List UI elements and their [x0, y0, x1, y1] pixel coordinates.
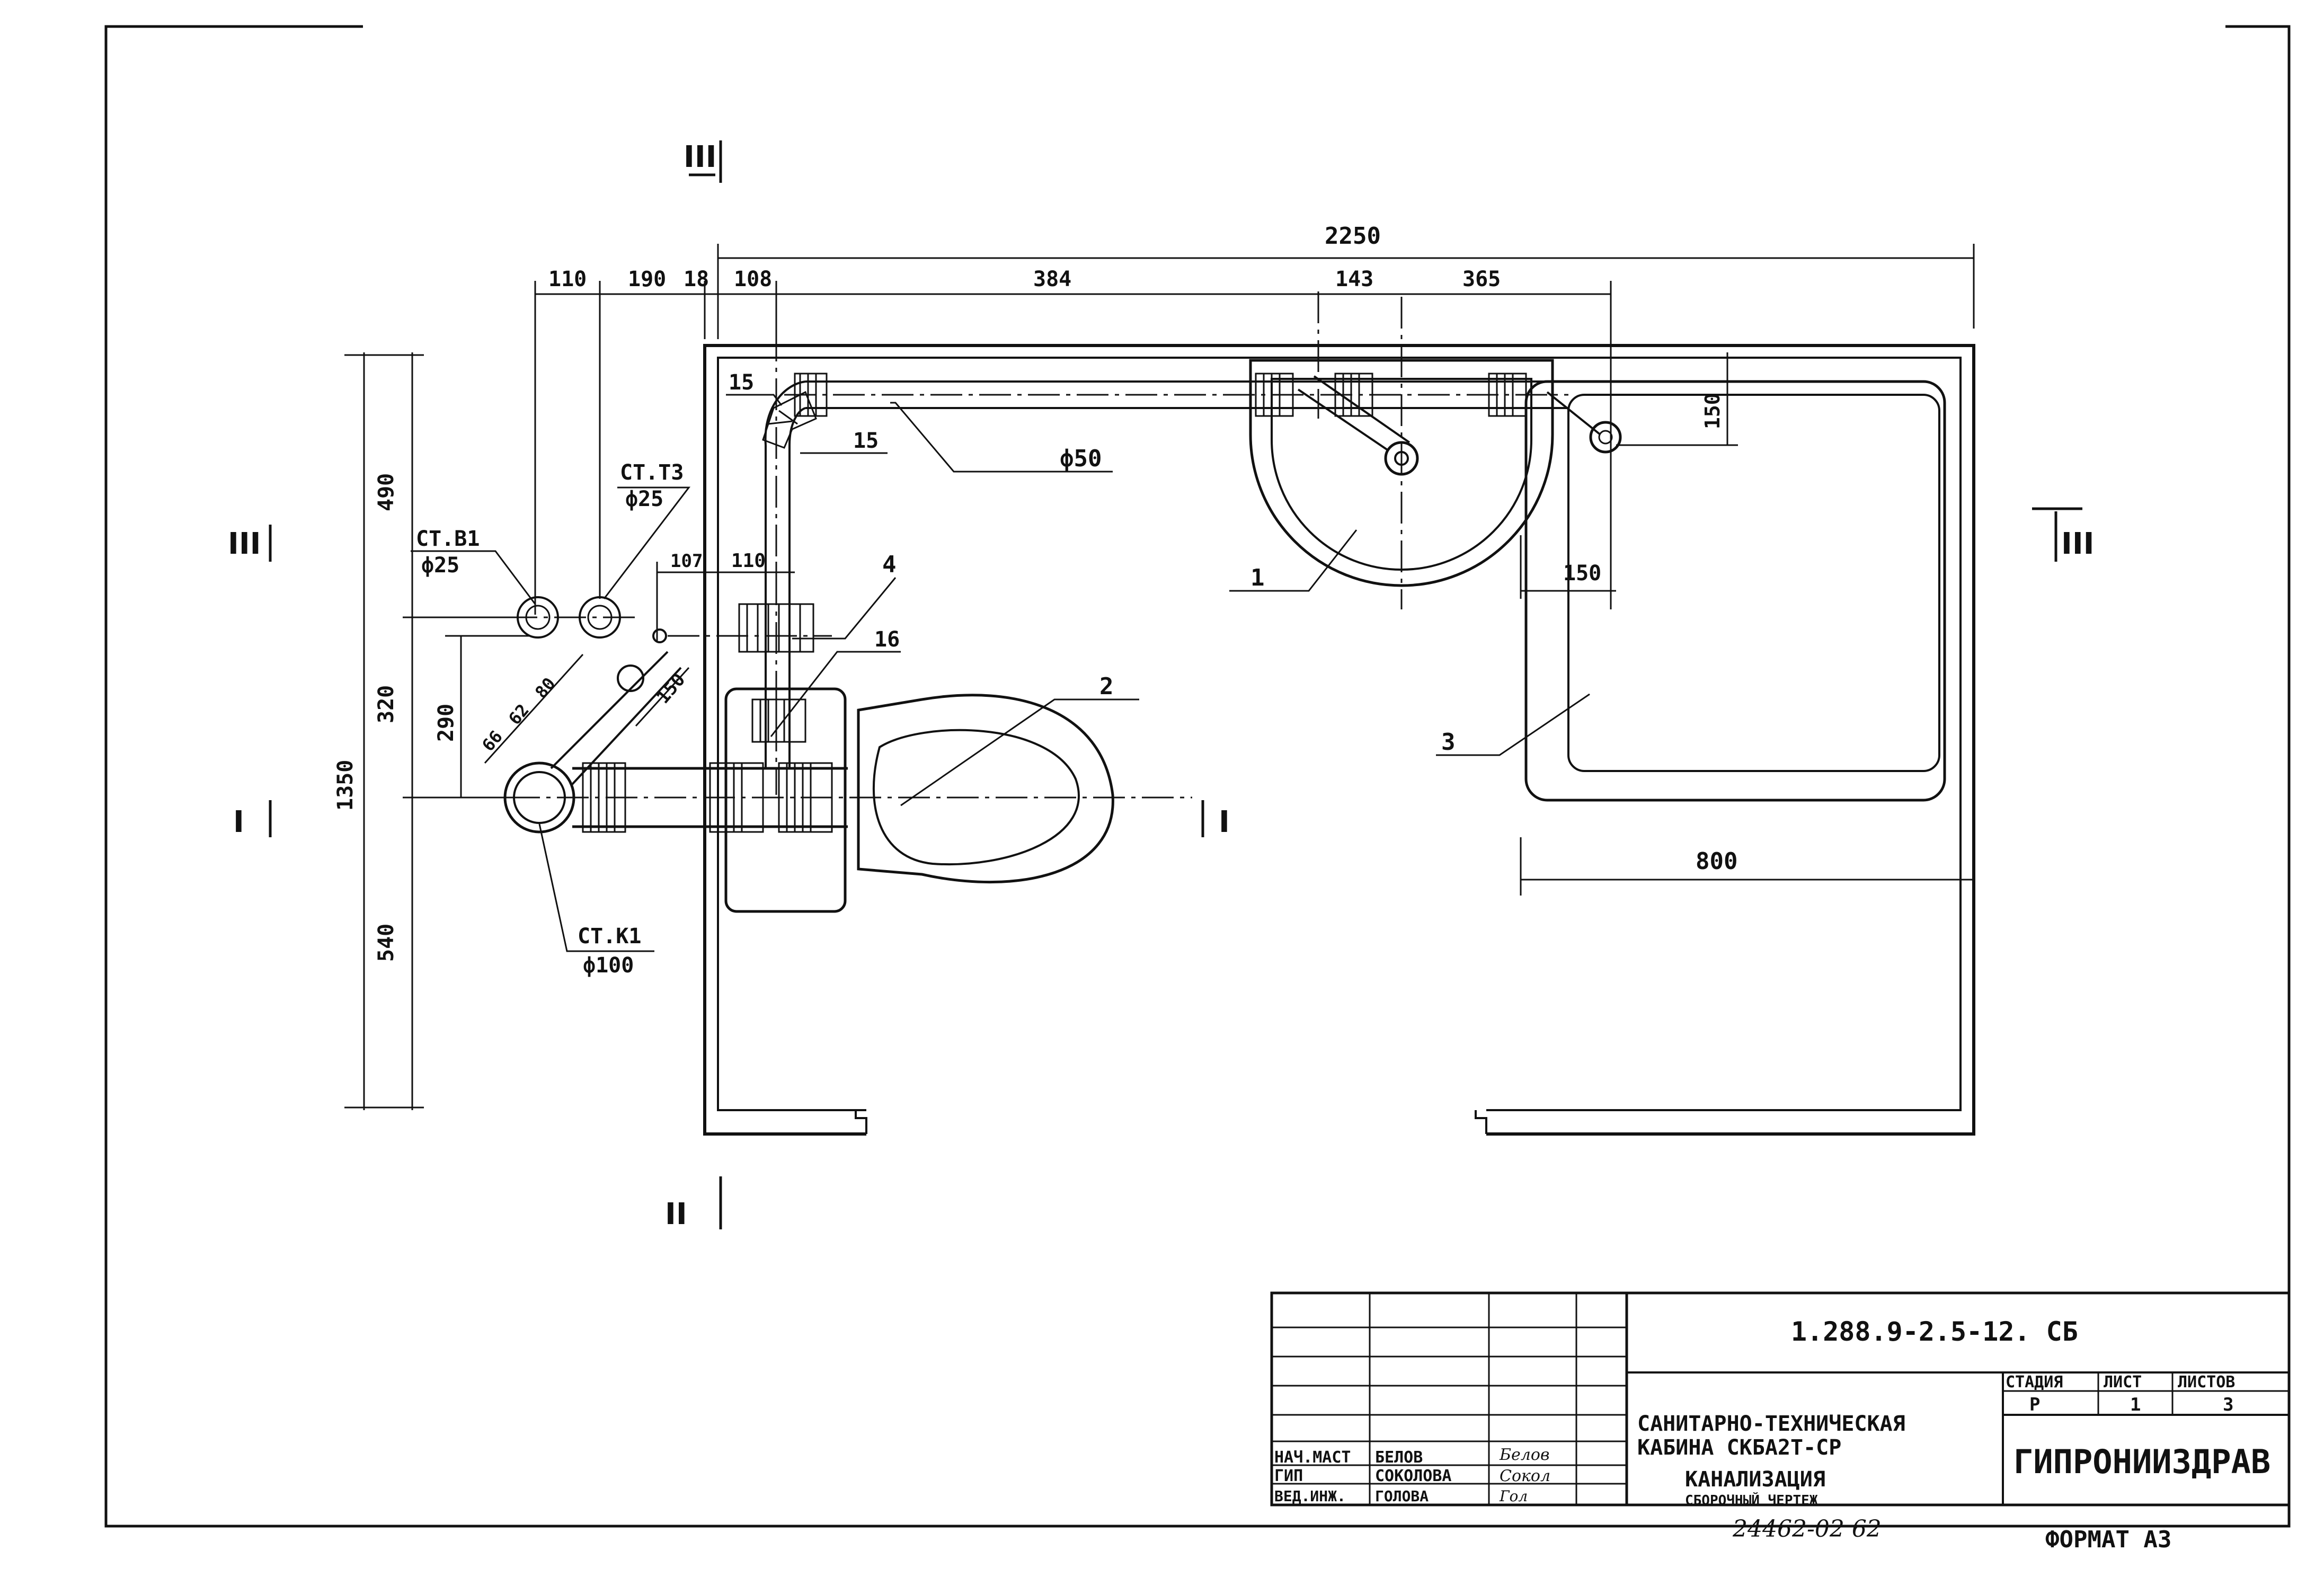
riser-t3-label: СТ.Т3 [620, 460, 684, 485]
dim-66: 66 [478, 726, 507, 755]
dim-190-top: 190 [628, 267, 666, 291]
section-mark-right-iii: III [2061, 527, 2095, 561]
dim-540: 540 [374, 924, 398, 962]
riser-k1-diameter: ф100 [583, 953, 634, 978]
dim-143: 143 [1335, 267, 1373, 291]
sheet-header: ЛИСТ [2104, 1373, 2142, 1392]
drain-pipes [550, 373, 1622, 833]
riser-b1-label: СТ.В1 [416, 527, 480, 551]
signature-gip: Сокол [1500, 1467, 1550, 1485]
stage-value: Р [2029, 1394, 2040, 1415]
role-gip: ГИП [1274, 1467, 1303, 1485]
sheets-header: ЛИСТОВ [2178, 1373, 2235, 1392]
name-lead-engineer: ГОЛОВА [1375, 1487, 1429, 1505]
callout-4: 4 [882, 551, 897, 578]
washbasin [1249, 359, 1554, 587]
dim-150-sink: 150 [1563, 561, 1601, 586]
dim-110-top: 110 [548, 267, 587, 291]
callout-16: 16 [874, 627, 900, 652]
dim-108: 108 [734, 267, 772, 291]
pipe-diameter-label: ф50 [1060, 445, 1102, 472]
dimension-lines [344, 244, 1975, 1110]
dim-384: 384 [1033, 267, 1071, 291]
callout-1: 1 [1250, 564, 1265, 591]
archive-number: 24462-02 62 [1732, 1516, 1882, 1543]
section-mark-left-iii: III [228, 527, 261, 561]
leader-lines [411, 394, 1590, 952]
dim-490: 490 [374, 473, 398, 511]
sheet-format: ФОРМАТ А3 [2045, 1526, 2171, 1553]
dim-365: 365 [1462, 267, 1501, 291]
dim-320: 320 [374, 685, 398, 723]
section-mark-left-i: I [233, 805, 244, 839]
riser-t3-diameter: ф25 [625, 487, 663, 511]
signature-chief-master: Белов [1499, 1446, 1549, 1464]
callout-15-a: 15 [729, 370, 754, 395]
section-marks [269, 140, 2082, 1229]
callout-15-b: 15 [853, 429, 879, 453]
title-line-2: КАБИНА СКБА2Т-СР [1637, 1436, 1841, 1460]
dim-800: 800 [1696, 848, 1737, 875]
title-block [1270, 1291, 2291, 1507]
signature-lead-engineer: Гол [1499, 1487, 1528, 1505]
subtitle-line-2: СБОРОЧНЫЙ ЧЕРТЕЖ [1685, 1492, 1818, 1509]
title-line-1: САНИТАРНО-ТЕХНИЧЕСКАЯ [1637, 1412, 1905, 1436]
organization-name: ГИПРОНИИЗДРАВ [2013, 1442, 2270, 1481]
name-gip: СОКОЛОВА [1375, 1467, 1452, 1485]
callout-2: 2 [1099, 673, 1114, 700]
dim-150-right: 150 [1701, 393, 1724, 429]
dim-62: 62 [504, 700, 533, 729]
cabin-outline [703, 344, 1975, 1136]
section-mark-top-iii: III [684, 140, 717, 174]
dim-1350: 1350 [333, 760, 358, 811]
riser-b1-diameter: ф25 [421, 553, 459, 578]
sheet-value: 1 [2130, 1394, 2141, 1415]
dim-overall-width: 2250 [1325, 223, 1381, 250]
role-lead-engineer: ВЕД.ИНЖ. [1274, 1487, 1346, 1505]
callout-3: 3 [1441, 729, 1456, 756]
name-chief-master: БЕЛОВ [1375, 1448, 1423, 1467]
stage-header: СТАДИЯ [2006, 1373, 2063, 1392]
section-mark-bottom-ii: II [665, 1197, 687, 1231]
sheet-frame [104, 25, 2291, 1528]
dim-110-mid: 110 [731, 550, 766, 572]
subtitle-line-1: КАНАЛИЗАЦИЯ [1685, 1467, 1825, 1492]
dim-80: 80 [531, 674, 560, 702]
dim-290: 290 [434, 704, 458, 742]
role-chief-master: НАЧ.МАСТ [1274, 1448, 1351, 1467]
dim-18: 18 [684, 267, 709, 291]
riser-k1-label: СТ.К1 [578, 924, 641, 949]
centerlines [408, 281, 1568, 799]
sheets-value: 3 [2223, 1394, 2233, 1415]
dim-107: 107 [670, 551, 703, 572]
doc-code: 1.288.9-2.5-12. СБ [1791, 1316, 2078, 1347]
section-mark-right-i: I [1219, 805, 1230, 839]
